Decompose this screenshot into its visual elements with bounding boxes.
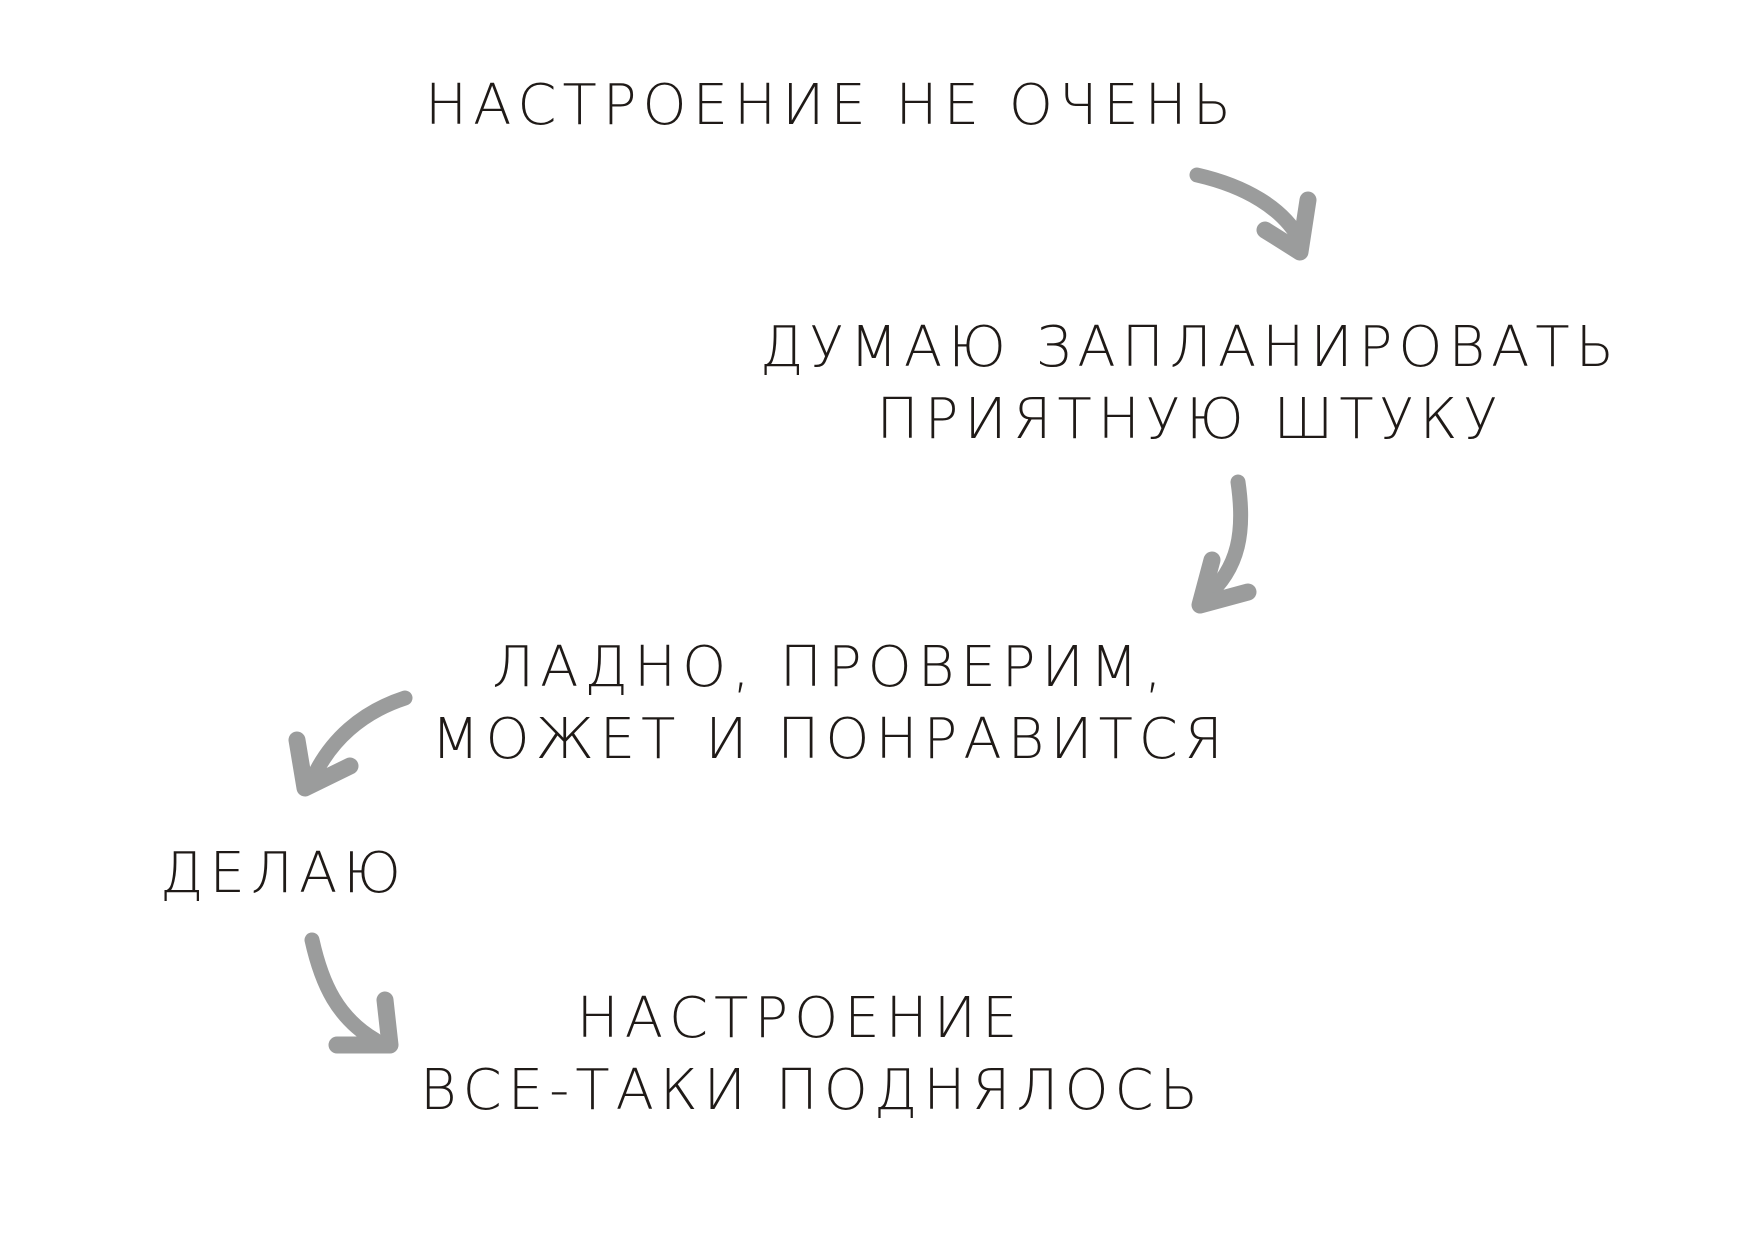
step-text-line: МОЖЕТ И ПОНРАВИТСЯ: [431, 707, 1229, 772]
step-lets-check: ЛАДНО, ПРОВЕРИМ, МОЖЕТ И ПОНРАВИТСЯ: [420, 632, 1240, 776]
step-doing-it: ДЕЛАЮ: [160, 838, 407, 910]
step-plan-something-nice: ДУМАЮ ЗАПЛАНИРОВАТЬ ПРИЯТНУЮ ШТУКУ: [760, 312, 1620, 456]
step-mood-improved: НАСТРОЕНИЕ ВСЕ-ТАКИ ПОДНЯЛОСЬ: [420, 983, 1205, 1127]
step-text-line: ВСЕ-ТАКИ ПОДНЯЛОСЬ: [420, 1058, 1205, 1123]
step-text-line: ПРИЯТНУЮ ШТУКУ: [876, 387, 1504, 452]
step-text-line: НАСТРОЕНИЕ НЕ ОЧЕНЬ: [425, 73, 1238, 138]
arrow-3-to-4: [288, 690, 413, 797]
step-text-line: ДУМАЮ ЗАПЛАНИРОВАТЬ: [760, 315, 1621, 380]
step-text-line: НАСТРОЕНИЕ: [576, 986, 1024, 1051]
arrow-4-to-5: [304, 932, 399, 1054]
arrow-1-to-2: [1189, 167, 1317, 261]
arrow-2-to-3: [1191, 474, 1257, 614]
step-text-line: ЛАДНО, ПРОВЕРИМ,: [492, 635, 1168, 700]
step-mood-not-great: НАСТРОЕНИЕ НЕ ОЧЕНЬ: [425, 70, 1237, 142]
step-text-line: ДЕЛАЮ: [160, 841, 407, 906]
